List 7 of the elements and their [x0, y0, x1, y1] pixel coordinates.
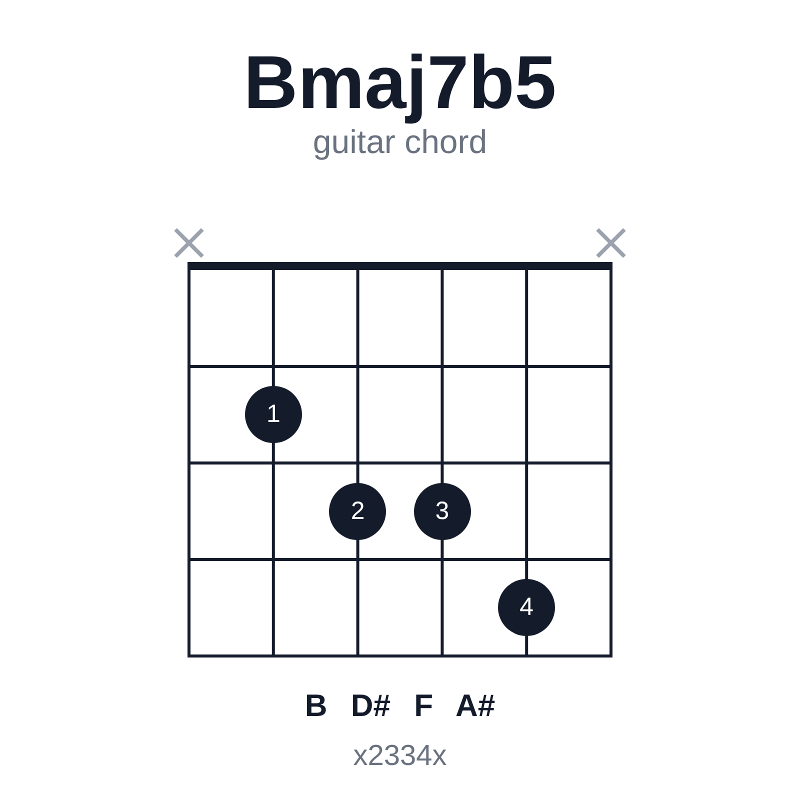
finger-dot: 4: [498, 579, 556, 636]
subtitle: guitar chord: [312, 125, 488, 158]
fingering-code: x2334x: [353, 742, 447, 771]
finger-dot: 1: [244, 386, 302, 444]
finger-dot: 2: [329, 482, 386, 540]
chord-notes: B D# F A#: [304, 690, 496, 721]
finger-dot: 3: [414, 482, 471, 540]
